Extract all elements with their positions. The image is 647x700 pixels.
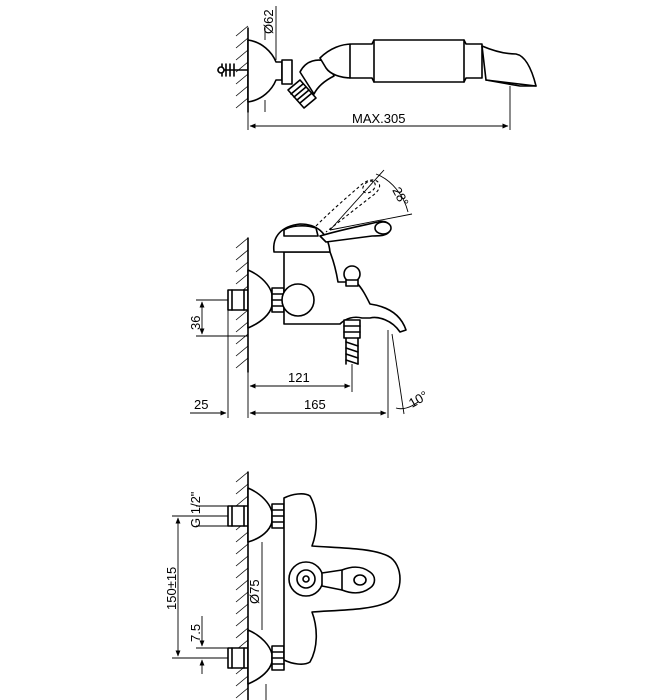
- dimension-centers: 150±15: [164, 515, 228, 659]
- dimension-label-offset: 7.5: [188, 624, 203, 642]
- dimension-25-165: 25 165: [190, 310, 389, 418]
- dimension-label-36: 36: [188, 316, 203, 330]
- top-view-hand-shower: MAX.305 Ø62: [217, 6, 537, 130]
- dimension-offset: 7.5: [188, 616, 228, 674]
- dimension-label-max-305: MAX.305: [352, 111, 405, 126]
- wall-screw: [217, 63, 249, 77]
- hose-outlet-side: [343, 319, 361, 365]
- dimension-thread: G 1/2": [188, 491, 228, 528]
- lever-front: [321, 566, 376, 594]
- mixer-body-side: [281, 251, 407, 333]
- angle-label-28: 28°: [389, 184, 411, 208]
- diverter-knob: [343, 265, 361, 287]
- dimension-label-165: 165: [304, 397, 326, 412]
- shower-handle: [319, 39, 483, 83]
- wall-hatch-top: [235, 25, 249, 113]
- angle-10: 10°: [391, 333, 431, 415]
- cartridge-front: [288, 561, 324, 597]
- lever-raised-dashed: [315, 169, 413, 233]
- dimension-label-thread: G 1/2": [188, 491, 203, 528]
- dimension-label-centers: 150±15: [164, 567, 179, 610]
- shower-head: [481, 45, 537, 87]
- dimension-121: 121: [249, 364, 353, 392]
- rosette-side: [247, 269, 273, 329]
- wall-bracket: [247, 28, 293, 112]
- dimension-label-diameter-62: Ø62: [261, 9, 276, 34]
- dimension-36: 36: [188, 299, 248, 337]
- dimension-label-121: 121: [288, 370, 310, 385]
- dimension-rosette: Ø75: [247, 542, 267, 700]
- dimension-diameter-62: Ø62: [261, 6, 277, 60]
- upper-inlet-front: [227, 487, 285, 543]
- inlet-nipple-side: [227, 289, 249, 311]
- dimension-label-rosette: Ø75: [247, 579, 262, 604]
- side-view-mixer: 28° 36 121 25 165 10°: [188, 169, 431, 418]
- front-view-mixer: G 1/2" 150±15 7.5 Ø75: [164, 471, 401, 700]
- lever-handle: [319, 220, 392, 243]
- dimension-max-305: MAX.305: [247, 86, 511, 130]
- eccentric-nut-side: [271, 287, 285, 313]
- dimension-label-25: 25: [194, 397, 208, 412]
